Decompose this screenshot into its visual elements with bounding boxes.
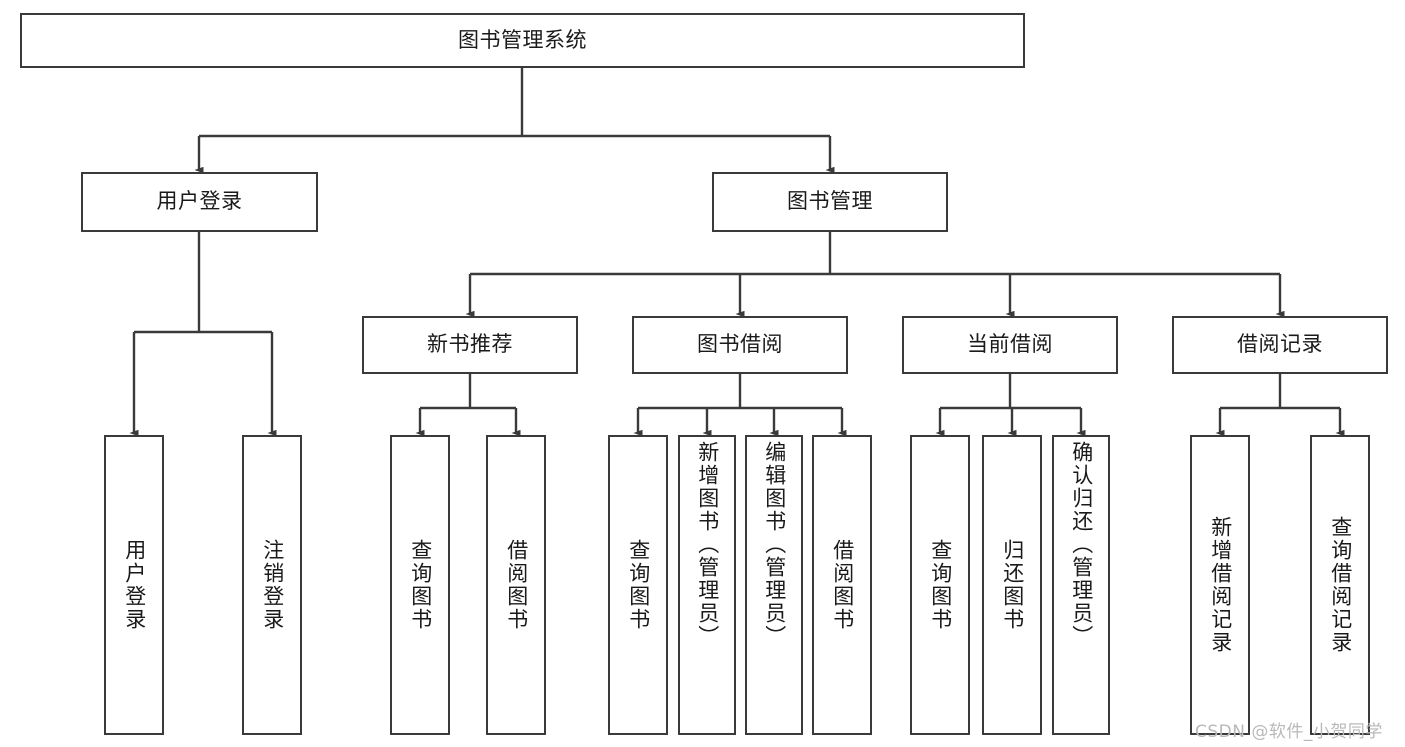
node-user-login-label: 用户登录 (156, 189, 243, 214)
node-root-label: 图书管理系统 (458, 27, 587, 52)
node-book-management-label: 图书管理 (787, 189, 873, 214)
node-user-login[interactable]: 用户登录 (81, 172, 318, 232)
connector-lines (129, 68, 1345, 437)
node-leaf-edit-book[interactable]: 编辑图书（管理员） (745, 435, 803, 735)
node-leaf-borrow-book-recommend-label: 借阅图书 (504, 539, 529, 631)
node-leaf-query-borrow-record-label: 查询借阅记录 (1328, 516, 1353, 654)
csdn-watermark: CSDN @软件_小贺同学 (1195, 722, 1383, 742)
node-borrow-record[interactable]: 借阅记录 (1172, 316, 1388, 374)
node-leaf-query-book-borrow[interactable]: 查询图书 (608, 435, 668, 735)
node-new-book-recommend-label: 新书推荐 (427, 332, 513, 357)
node-leaf-logout-label: 注销登录 (260, 539, 285, 631)
node-leaf-edit-book-label: 编辑图书（管理员） (762, 441, 787, 648)
node-leaf-borrow-book[interactable]: 借阅图书 (812, 435, 872, 735)
node-leaf-query-book-recommend[interactable]: 查询图书 (390, 435, 450, 735)
node-borrow-record-label: 借阅记录 (1237, 332, 1323, 357)
node-leaf-user-login-label: 用户登录 (122, 539, 147, 631)
node-new-book-recommend[interactable]: 新书推荐 (362, 316, 578, 374)
node-book-management[interactable]: 图书管理 (712, 172, 948, 232)
node-leaf-borrow-book-label: 借阅图书 (830, 539, 855, 631)
node-leaf-add-borrow-record[interactable]: 新增借阅记录 (1190, 435, 1250, 735)
node-leaf-user-login[interactable]: 用户登录 (104, 435, 164, 735)
node-current-borrow-label: 当前借阅 (967, 332, 1053, 357)
node-leaf-query-borrow-record[interactable]: 查询借阅记录 (1310, 435, 1370, 735)
node-leaf-query-book-current-label: 查询图书 (928, 539, 953, 631)
node-leaf-query-book-recommend-label: 查询图书 (408, 539, 433, 631)
node-leaf-return-book[interactable]: 归还图书 (982, 435, 1042, 735)
node-leaf-logout[interactable]: 注销登录 (242, 435, 302, 735)
node-leaf-add-book-label: 新增图书（管理员） (695, 441, 720, 648)
node-book-borrow[interactable]: 图书借阅 (632, 316, 848, 374)
node-leaf-query-book-borrow-label: 查询图书 (626, 539, 651, 631)
node-current-borrow[interactable]: 当前借阅 (902, 316, 1118, 374)
node-leaf-confirm-return-label: 确认归还（管理员） (1069, 441, 1094, 648)
node-leaf-confirm-return[interactable]: 确认归还（管理员） (1052, 435, 1110, 735)
node-leaf-add-book[interactable]: 新增图书（管理员） (678, 435, 736, 735)
node-leaf-return-book-label: 归还图书 (1000, 539, 1025, 631)
node-leaf-query-book-current[interactable]: 查询图书 (910, 435, 970, 735)
node-root[interactable]: 图书管理系统 (20, 13, 1025, 68)
node-book-borrow-label: 图书借阅 (697, 332, 783, 357)
node-leaf-add-borrow-record-label: 新增借阅记录 (1208, 516, 1233, 654)
node-leaf-borrow-book-recommend[interactable]: 借阅图书 (486, 435, 546, 735)
